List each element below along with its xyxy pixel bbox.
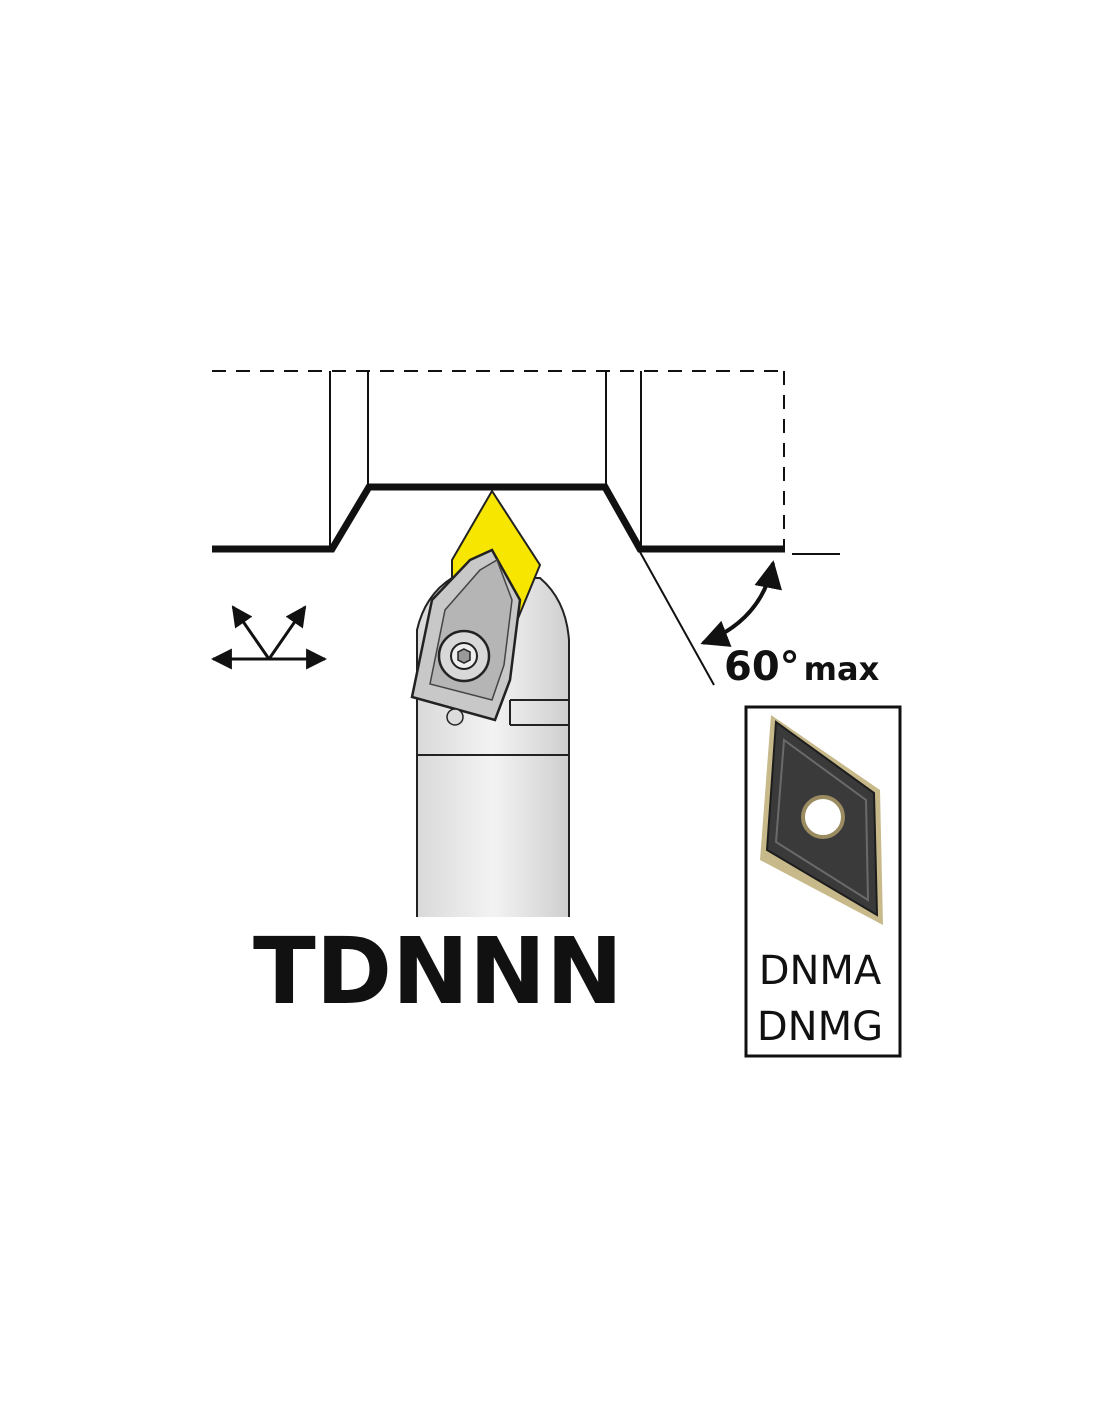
insert-code-1: DNMA bbox=[759, 948, 882, 994]
workpiece bbox=[212, 370, 840, 686]
angle-reference-line bbox=[639, 551, 715, 686]
angle-value: 60° bbox=[724, 644, 800, 690]
insert-image bbox=[760, 715, 883, 925]
holder-code: TDNNN bbox=[253, 918, 623, 1025]
insert-panel: DNMA DNMG bbox=[744, 705, 902, 1058]
insert-code-2: DNMG bbox=[757, 1004, 883, 1050]
angle-suffix: max bbox=[804, 650, 880, 688]
angle-label: 60°max bbox=[724, 644, 880, 690]
angle-arc-arrow-icon bbox=[700, 560, 782, 647]
machined-profile bbox=[212, 483, 785, 553]
tool-holder bbox=[410, 489, 570, 917]
feed-direction-arrows-icon bbox=[210, 605, 328, 670]
